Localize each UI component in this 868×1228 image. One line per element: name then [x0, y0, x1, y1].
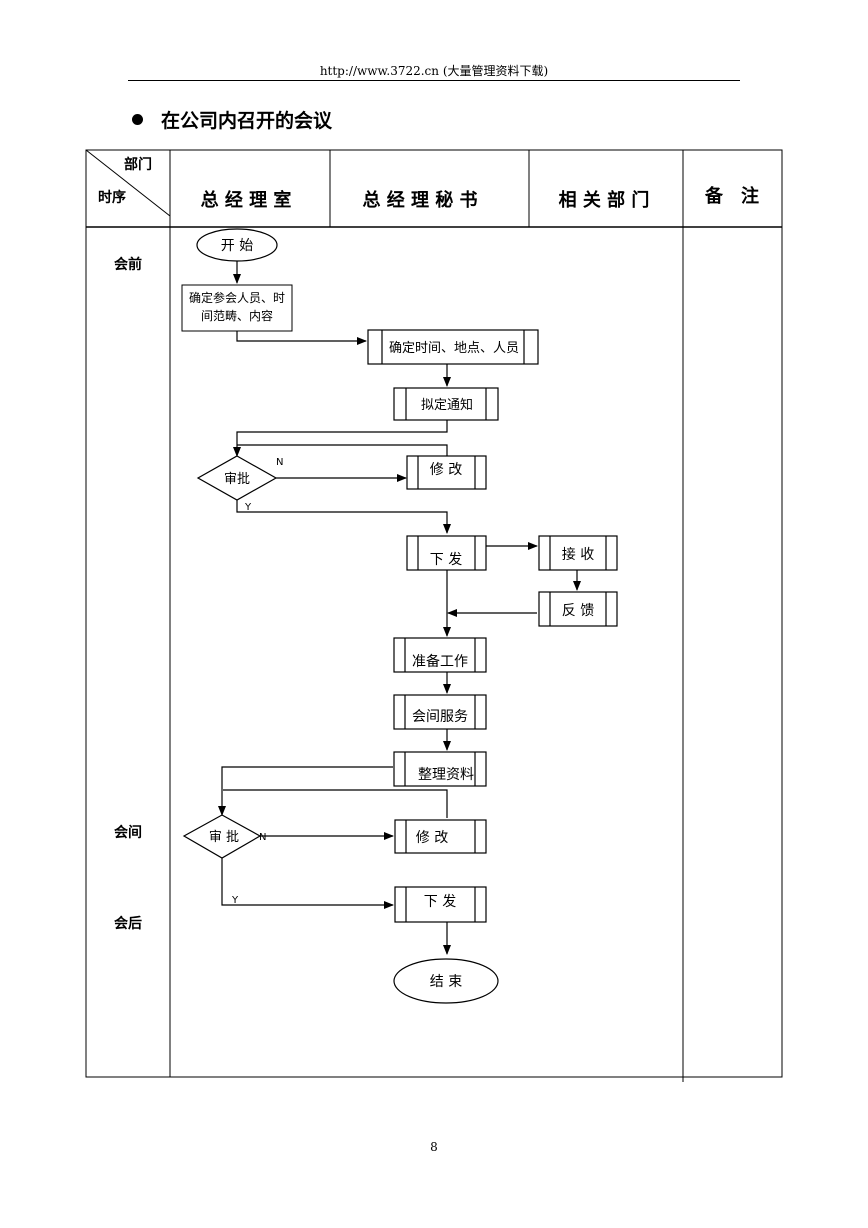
header-rule: [128, 80, 740, 81]
issue-box-2: [394, 886, 487, 923]
approve-1-y-label: Y: [244, 502, 252, 513]
receive-box: [538, 535, 618, 571]
approve-2-n-label: N: [259, 832, 266, 843]
phase-during-meeting: 会间: [114, 824, 142, 841]
phase-after-meeting: 会后: [114, 915, 142, 932]
meeting-service-label: 会间服务: [412, 709, 468, 725]
approve-1-label: 审批: [224, 472, 250, 487]
issue-1-label: 下 发: [430, 552, 462, 568]
column-header-related-dept: 相 关 部 门: [559, 189, 650, 211]
phase-before-meeting: 会前: [114, 256, 142, 273]
approve-diamond-2: [182, 814, 262, 859]
approve-diamond-1: [196, 455, 278, 501]
column-header-remarks: 备 注: [704, 185, 759, 207]
revise-box-2: [394, 819, 487, 854]
start-node-label: 开 始: [221, 238, 253, 254]
end-node-label: 结 束: [430, 974, 462, 990]
start-node: [196, 228, 278, 262]
approve-1-n-label: N: [276, 457, 283, 468]
section-title: 在公司内召开的会议: [132, 106, 332, 133]
approve-2-label: 审 批: [209, 830, 239, 845]
prepare-label: 准备工作: [412, 653, 468, 670]
header-url: http://www.3722.cn (大量管理资料下载): [319, 64, 549, 78]
revise-box-1: [406, 455, 487, 490]
column-header-gm-office: 总 经 理 室: [201, 189, 292, 211]
page-number: 8: [430, 1140, 438, 1154]
confirm-participants-line2: 间范畴、内容: [201, 308, 273, 323]
receive-label: 接 收: [562, 546, 594, 563]
feedback-label: 反 馈: [562, 603, 594, 619]
approve-2-y-label: Y: [231, 895, 239, 906]
corner-top-label: 部门: [124, 156, 152, 173]
revise-1-label: 修 改: [430, 462, 462, 478]
revise-2-label: 修 改: [416, 830, 448, 846]
organize-label: 整理资料: [418, 767, 474, 783]
confirm-participants-box: [181, 284, 293, 332]
bullet-icon: [132, 114, 143, 125]
prepare-box: [393, 637, 487, 673]
feedback-box: [538, 591, 618, 627]
confirm-time-box: [367, 329, 539, 365]
issue-2-label: 下 发: [424, 894, 456, 910]
table-grid: [85, 149, 783, 1082]
end-node: [393, 958, 499, 1004]
corner-diagonal: [85, 149, 171, 217]
column-header-gm-secretary: 总 经 理 秘 书: [362, 189, 477, 211]
draft-notice-box: [393, 387, 499, 421]
section-title-text: 在公司内召开的会议: [161, 110, 333, 132]
confirm-time-label: 确定时间、地点、人员: [389, 341, 519, 356]
issue-box-1: [406, 535, 487, 571]
organize-box: [393, 751, 487, 787]
confirm-participants-line1: 确定参会人员、时: [189, 290, 285, 305]
meeting-service-box: [393, 694, 487, 730]
connectors: [218, 261, 581, 955]
draft-notice-label: 拟定通知: [421, 397, 473, 413]
corner-bottom-label: 时序: [98, 189, 126, 206]
